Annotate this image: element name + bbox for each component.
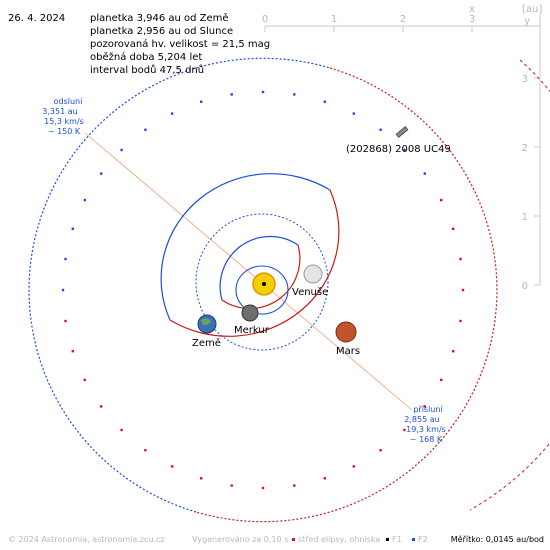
mercury-orbit [235, 265, 289, 315]
aphelion-title: odsluní [54, 97, 84, 106]
orbit-point [120, 148, 123, 152]
orbit-point [100, 405, 103, 408]
date-label: 26. 4. 2024 [8, 13, 65, 24]
orbit-point [71, 350, 74, 353]
render-time: Vygenerováno za 0,10 s [192, 535, 288, 544]
orbit-point [461, 288, 465, 292]
orbit-point [352, 465, 355, 468]
orbit-point [452, 227, 455, 230]
info-line: planetka 2,956 au od Slunce [90, 26, 233, 37]
mars-orbit-blue [160, 173, 331, 321]
legend-f2-marker [412, 538, 415, 541]
orbit-point [171, 112, 174, 115]
orbit-point [352, 112, 355, 115]
earth-label: Země [192, 337, 221, 349]
orbit-point [83, 378, 86, 382]
info-line: oběžná doba 5,204 let [90, 51, 202, 63]
x-tick-label: 1 [331, 14, 337, 25]
y-tick-label: 0 [522, 281, 528, 292]
scale-label: Měřítko: 0,0145 au/bod [451, 535, 544, 544]
orbit-point [459, 319, 462, 323]
legend-f1: F1 [392, 535, 402, 544]
info-line: interval bodů 47,5 dnů [90, 64, 204, 76]
orbit-point [440, 378, 443, 382]
orbit-point [83, 198, 86, 202]
info-line: planetka 3,946 au od Země [90, 12, 229, 24]
mercury-icon [241, 304, 259, 322]
orbit-point [323, 100, 326, 103]
orbit-point [120, 428, 123, 432]
asteroid-orbit-below [28, 57, 331, 513]
orbit-point [144, 128, 147, 131]
orbit-point [293, 484, 296, 487]
x-tick-label: 3 [469, 14, 475, 25]
y-axis-label: y [524, 16, 530, 27]
orbit-point [100, 172, 103, 175]
orbit-point [403, 428, 406, 432]
perihelion-distance: 2,855 au [404, 415, 439, 424]
earth-continent [201, 318, 211, 326]
orbit-point [71, 227, 74, 230]
orbit-point [230, 484, 233, 487]
orbit-point [440, 198, 443, 202]
mercury-label: Merkur [234, 325, 270, 336]
aphelion-temp: ~ 150 K [48, 127, 81, 136]
orbit-point [379, 449, 382, 452]
venus-orbit-blue [219, 235, 299, 301]
orbit-point [64, 319, 67, 323]
y-tick-label: 1 [522, 212, 528, 223]
venus-label: Venuše [292, 286, 328, 298]
venus-icon [303, 264, 323, 284]
orbit-point [261, 486, 265, 490]
earth-orbit [195, 213, 329, 351]
x-axis-label: x [469, 4, 475, 15]
orbit-point [200, 477, 203, 480]
orbit-point [64, 257, 67, 261]
orbit-point [61, 288, 65, 292]
legend-center: střed elipsy, ohniska [298, 535, 380, 544]
perihelion-title: přísluní [413, 405, 443, 414]
aphelion-distance: 3,351 au [42, 107, 77, 116]
orbit-point [144, 449, 147, 452]
y-axis [534, 14, 541, 286]
asteroid-orbit-above [195, 67, 498, 523]
x-tick-label: 0 [262, 14, 268, 25]
orbit-point [200, 100, 203, 103]
orbit-point [323, 477, 326, 480]
perihelion-speed: 19,3 km/s [406, 425, 446, 434]
asteroid-label: (202868) 2008 UC49 [346, 144, 451, 155]
x-axis [264, 25, 540, 32]
orbit-point [379, 128, 382, 131]
asteroid-icon [395, 126, 409, 138]
mars-label: Mars [336, 346, 360, 357]
orbit-point [293, 93, 296, 96]
legend-f2: F2 [418, 535, 428, 544]
orbit-point [403, 148, 406, 152]
orbit-point [171, 465, 174, 468]
asteroid-orbit-points [61, 90, 465, 490]
mars-orbit-red [169, 189, 340, 337]
orbit-point [261, 90, 265, 94]
y-tick-label: 2 [522, 143, 528, 154]
sun-focus-marker [262, 282, 266, 286]
info-line: pozorovaná hv. velikost = 21,5 mag [90, 38, 270, 50]
apsidal-line [84, 132, 413, 411]
venus-orbit-red [221, 244, 301, 310]
orbit-point [452, 350, 455, 353]
perihelion-temp: ~ 168 K [410, 435, 443, 444]
orbit-point [423, 405, 426, 408]
legend-f1-marker [386, 538, 389, 541]
orbit-point [459, 257, 462, 261]
axis-unit: [au] [522, 4, 542, 15]
copyright: © 2024 Astronomia, astronomia.zcu.cz [8, 535, 165, 544]
orbit-point [423, 172, 426, 175]
x-tick-label: 2 [400, 14, 406, 25]
mars-icon [335, 321, 357, 343]
y-tick-label: 3 [522, 74, 528, 85]
orbit-point [230, 93, 233, 96]
legend-center-marker [292, 538, 295, 541]
aphelion-speed: 15,3 km/s [44, 117, 84, 126]
